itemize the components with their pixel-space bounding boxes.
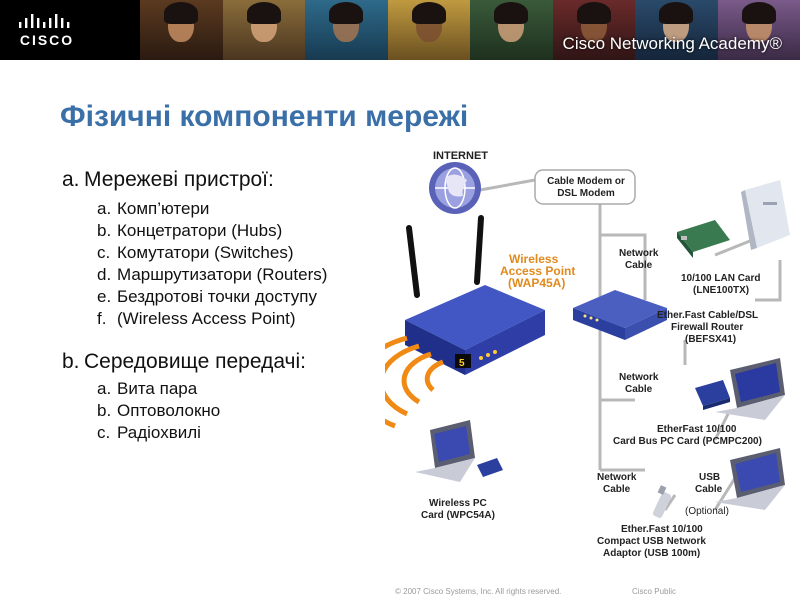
network-cable-label: Network <box>597 472 637 483</box>
header-banner: CISCO Cisco Networking Academy® <box>0 0 800 60</box>
pc-card-icon <box>695 380 730 410</box>
list-text: Маршрутизатори (Routers) <box>117 265 328 284</box>
desktop-computer-icon <box>741 180 790 250</box>
internet-globe-icon <box>429 162 481 214</box>
cisco-bridge-icon <box>19 14 70 28</box>
list-marker: b. <box>97 221 112 240</box>
list-marker: e. <box>97 287 112 306</box>
section-marker: b. <box>62 350 80 373</box>
router-label: Ether.Fast Cable/DSL <box>657 310 759 321</box>
wap-label-line2: Access Point <box>500 264 576 278</box>
list-item: a. Вита пара <box>97 378 220 400</box>
cisco-logo: CISCO <box>12 12 82 48</box>
list-marker: b. <box>97 401 112 420</box>
section-a-list: a. Комп’ютери b. Концетратори (Hubs) c. Ком… <box>97 198 327 330</box>
network-cable-label: Cable <box>625 260 653 271</box>
section-a-heading: a.Мережеві пристрої: <box>62 168 274 192</box>
pc-card-model-label: Card Bus PC Card (PCMPC200) <box>613 436 762 447</box>
wap-label-line1: Wireless <box>509 252 559 266</box>
list-item: a. Комп’ютери <box>97 198 327 220</box>
section-label: Середовище передачі: <box>84 350 306 373</box>
router-label: Firewall Router <box>671 322 744 333</box>
list-text: Комутатори (Switches) <box>117 243 294 262</box>
lan-card-icon <box>677 220 730 258</box>
wireless-laptop-icon <box>415 420 503 482</box>
list-item: b. Оптоволокно <box>97 400 220 422</box>
wireless-access-point-icon: 5 <box>405 215 545 375</box>
list-marker: a. <box>97 379 112 398</box>
section-b-list: a. Вита пара b. Оптоволокно c. Радіохвилі <box>97 378 220 444</box>
lan-card-model-label: (LNE100TX) <box>693 285 750 296</box>
list-text: (Wireless Access Point) <box>117 309 296 328</box>
section-label: Мережеві пристрої: <box>84 168 274 191</box>
lan-card-label: 10/100 LAN Card <box>681 273 761 284</box>
section-b-heading: b.Середовище передачі: <box>62 350 306 374</box>
usb-adaptor-icon <box>652 485 672 518</box>
pc-card-label: EtherFast 10/100 <box>657 424 737 435</box>
list-item: d. Маршрутизатори (Routers) <box>97 264 327 286</box>
router-model-label: (BEFSX41) <box>685 334 737 345</box>
usb-cable-label: Cable <box>695 484 723 495</box>
list-text: Оптоволокно <box>117 401 221 420</box>
list-text: Радіохвилі <box>117 423 201 442</box>
header-photo <box>222 0 305 60</box>
diagram-graphics: 5 <box>385 162 790 518</box>
list-item: f. (Wireless Access Point) <box>97 308 327 330</box>
network-cable-label: Cable <box>603 484 631 495</box>
footer-classification: Cisco Public <box>632 587 677 596</box>
list-marker: c. <box>97 423 111 442</box>
header-photo <box>140 0 223 60</box>
svg-text:5: 5 <box>459 358 465 369</box>
wireless-pc-card-label: Wireless PC <box>429 498 487 509</box>
firewall-router-icon <box>573 290 667 340</box>
network-cable-label: Network <box>619 372 659 383</box>
network-cable-label: Cable <box>625 384 653 395</box>
internet-label: INTERNET <box>433 150 488 162</box>
list-text: Вита пара <box>117 379 198 398</box>
modem-label: Cable Modem or DSL Modem <box>547 176 625 199</box>
list-item: c. Радіохвилі <box>97 422 220 444</box>
wap-label-line3: (WAP45A) <box>508 276 566 290</box>
list-item: c. Комутатори (Switches) <box>97 242 327 264</box>
usb-cable-label: USB <box>699 472 721 483</box>
academy-wordmark: Cisco Networking Academy® <box>562 34 782 53</box>
optional-label: (Optional) <box>685 506 729 517</box>
header-photo <box>387 0 470 60</box>
header-photo <box>470 0 553 60</box>
list-marker: c. <box>97 243 111 262</box>
header-photo <box>717 0 800 60</box>
cisco-logo-text: CISCO <box>19 32 75 48</box>
usb-adaptor-label: Compact USB Network <box>597 536 706 547</box>
wireless-pc-card-model-label: Card (WPC54A) <box>421 510 495 521</box>
list-marker: d. <box>97 265 112 284</box>
laptop-icon <box>715 358 785 420</box>
list-marker: f. <box>97 309 107 328</box>
list-item: e. Бездротові точки доступу <box>97 286 327 308</box>
list-text: Концетратори (Hubs) <box>117 221 283 240</box>
list-item: b. Концетратори (Hubs) <box>97 220 327 242</box>
footer-copyright: © 2007 Cisco Systems, Inc. All rights re… <box>395 587 562 596</box>
list-marker: a. <box>97 199 112 218</box>
usb-adaptor-model-label: Adaptor (USB 100m) <box>603 548 701 559</box>
laptop-icon <box>715 448 785 510</box>
wireless-signal-icon <box>385 335 444 429</box>
modem-box <box>534 169 636 205</box>
header-photo <box>635 0 718 60</box>
usb-adaptor-label: Ether.Fast 10/100 <box>621 524 703 535</box>
network-cable-label: Network <box>619 248 659 259</box>
header-photo <box>305 0 388 60</box>
header-photo-strip <box>140 0 800 60</box>
list-text: Комп’ютери <box>117 199 210 218</box>
list-text: Бездротові точки доступу <box>117 287 317 306</box>
slide-title: Фізичні компоненти мережі <box>60 100 469 133</box>
section-marker: a. <box>62 168 80 191</box>
network-diagram: 5 <box>385 140 795 580</box>
header-photo <box>552 0 635 60</box>
